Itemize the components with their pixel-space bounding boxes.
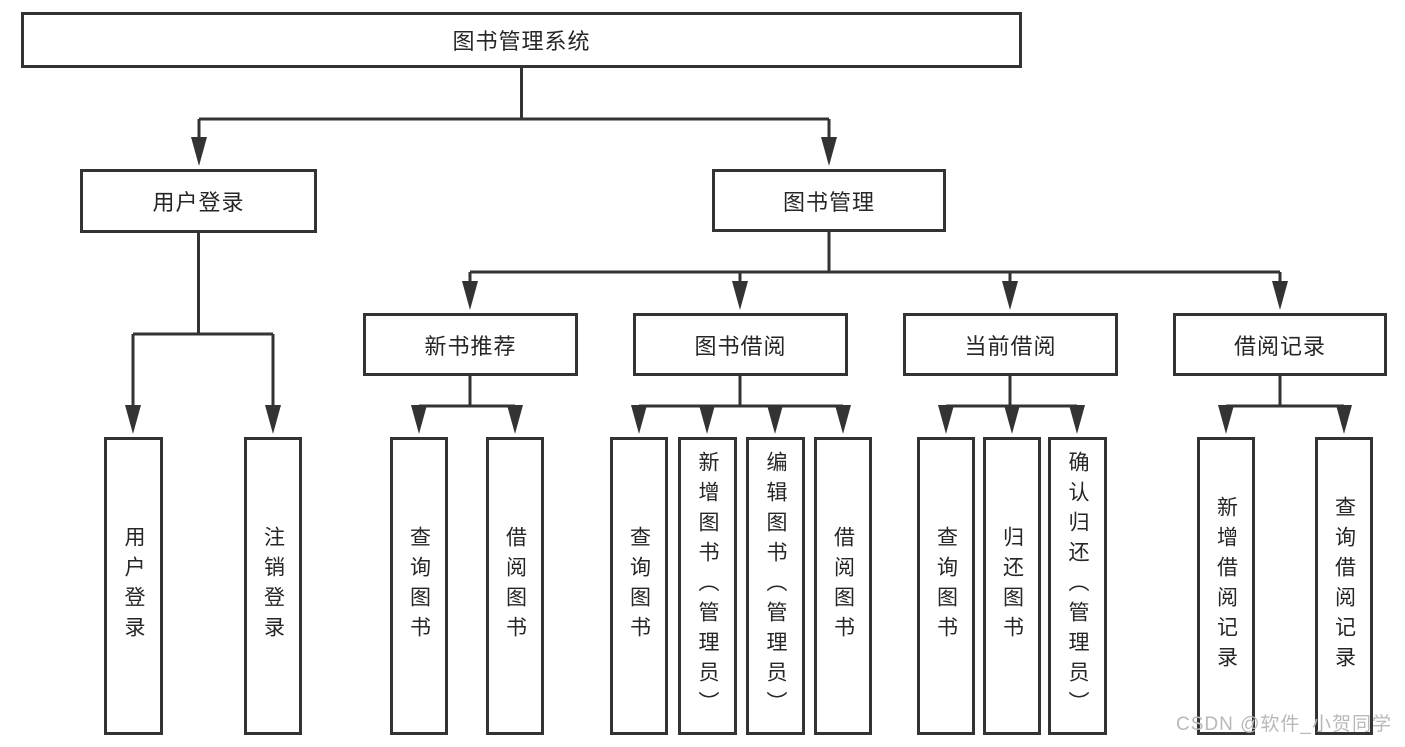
leaf-borrowing-edit-books-admin: 编辑图书（管理员） — [746, 437, 805, 735]
node-label: 图书管理 — [782, 189, 875, 215]
leaf-records-query-borrow-record: 查询借阅记录 — [1315, 437, 1373, 735]
node-label: 当前借阅 — [964, 333, 1057, 359]
node-label: 借阅图书 — [831, 526, 855, 646]
leaf-current-confirm-return-admin: 确认归还（管理员） — [1048, 437, 1107, 735]
node-label: 新增借阅记录 — [1214, 496, 1238, 676]
node-user-login: 用户登录 — [80, 169, 317, 233]
leaf-recommend-query-books: 查询图书 — [390, 437, 448, 735]
node-library-management-system: 图书管理系统 — [21, 12, 1022, 68]
node-label: 查询借阅记录 — [1332, 496, 1356, 676]
leaf-logout-login: 注销登录 — [244, 437, 302, 735]
node-label: 图书管理系统 — [452, 29, 591, 54]
node-label: 用户登录 — [152, 190, 245, 215]
leaf-user-login: 用户登录 — [104, 437, 163, 735]
leaf-borrowing-add-books-admin: 新增图书（管理员） — [678, 437, 737, 735]
leaf-borrowing-borrow-books: 借阅图书 — [814, 437, 872, 735]
node-label: 用户登录 — [122, 526, 145, 646]
node-label: 新书推荐 — [424, 333, 517, 359]
leaf-records-add-borrow-record: 新增借阅记录 — [1197, 437, 1255, 735]
leaf-current-return-books: 归还图书 — [983, 437, 1041, 735]
leaf-current-query-books: 查询图书 — [917, 437, 975, 735]
node-current-borrowing: 当前借阅 — [903, 313, 1118, 376]
node-label: 归还图书 — [1000, 526, 1024, 646]
node-label: 查询图书 — [407, 526, 431, 646]
node-new-book-recommendation: 新书推荐 — [363, 313, 578, 376]
arrowheads — [125, 137, 1352, 434]
node-label: 新增图书（管理员） — [696, 451, 719, 721]
node-label: 图书借阅 — [694, 333, 787, 359]
node-label: 借阅图书 — [503, 526, 527, 646]
node-label: 查询图书 — [627, 526, 651, 646]
node-label: 确认归还（管理员） — [1066, 451, 1089, 721]
node-borrowing-records: 借阅记录 — [1173, 313, 1387, 376]
node-label: 查询图书 — [934, 526, 958, 646]
node-label: 借阅记录 — [1233, 333, 1326, 359]
leaf-recommend-borrow-books: 借阅图书 — [486, 437, 544, 735]
csdn-watermark: CSDN @软件_小贺同学 — [1176, 714, 1392, 735]
leaf-borrowing-query-books: 查询图书 — [610, 437, 668, 735]
node-label: 编辑图书（管理员） — [764, 451, 787, 721]
node-book-management: 图书管理 — [712, 169, 946, 232]
node-book-borrowing: 图书借阅 — [633, 313, 848, 376]
node-label: 注销登录 — [261, 526, 285, 646]
